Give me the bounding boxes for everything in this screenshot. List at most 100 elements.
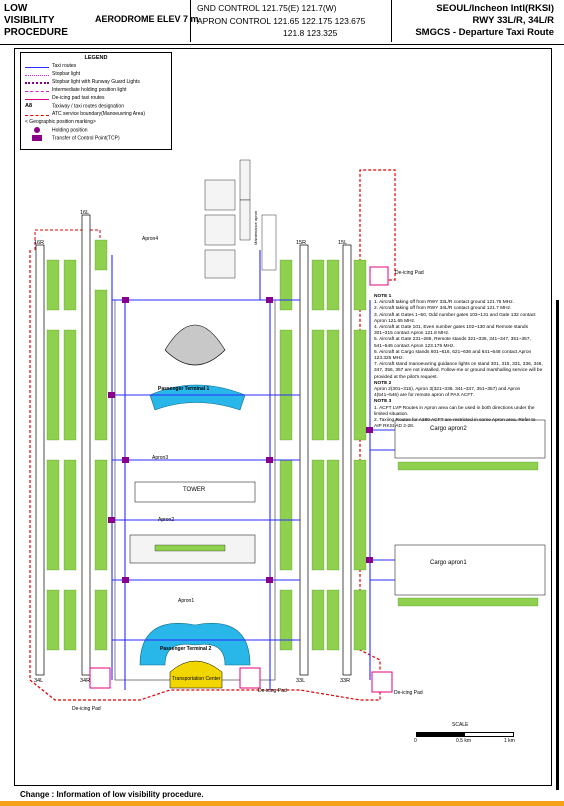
apron1-label: Apron1 bbox=[178, 598, 195, 604]
legend-item-atc-boundary: ATC service boundary(Manoeuvring Area) bbox=[25, 111, 145, 119]
ground-control-frequency: GND CONTROL 121.75(E) 121.7(W) bbox=[197, 3, 337, 13]
grass-areas-west bbox=[46, 239, 108, 651]
runway-34r-label: 34R bbox=[80, 678, 91, 684]
passenger-terminal-1 bbox=[149, 384, 246, 411]
apron4-label: Apron4 bbox=[142, 236, 159, 242]
runway-15l-label: 15L bbox=[338, 240, 348, 246]
taxi-routes bbox=[111, 250, 395, 690]
note1-item-5: 5. Aircraft at Gate 231~266, Remote stan… bbox=[374, 337, 531, 349]
scale-tick-1km: 1 km bbox=[504, 738, 515, 744]
maintenance-hangars bbox=[204, 159, 251, 279]
note2-title: NOTE 2 bbox=[374, 380, 392, 386]
footer-color-bar bbox=[0, 801, 564, 806]
aerodrome-map-frame bbox=[14, 48, 552, 786]
header-divider bbox=[0, 44, 564, 45]
deicing-pad-west bbox=[89, 667, 111, 689]
deicing-pad-east bbox=[371, 671, 393, 693]
scale-tick-half: 0.5 km bbox=[456, 738, 472, 744]
note1-item-6: 6. Aircraft at Cargo stands 601~616, 621… bbox=[374, 349, 532, 362]
frequency-box: GND CONTROL 121.75(E) 121.7(W) APRON CON… bbox=[190, 0, 392, 42]
runway-16r-34l bbox=[35, 244, 45, 676]
note3-title: NOTE 3 bbox=[374, 399, 392, 405]
deicing-pad-north bbox=[369, 266, 389, 286]
legend-item-taxi-routes: Taxi routes bbox=[25, 63, 76, 71]
apron3-label: Apron3 bbox=[152, 455, 169, 461]
legend-item-stopbar-rgl: Stopbar light with Runway Guard Lights bbox=[25, 79, 140, 87]
runway-designation: RWY 33L/R, 34L/R bbox=[472, 15, 554, 26]
legend-item-holding-position: Holding position bbox=[25, 127, 88, 135]
note2-text: Apron 2(301~315), Apron 3(321~336, 341~3… bbox=[374, 387, 521, 399]
terminal1-label: Passenger Terminal 1 bbox=[158, 386, 210, 392]
legend-box: LEGEND Taxi routes Stopbar light Stopbar… bbox=[20, 52, 172, 150]
deicing-pad-west-label: De-icing Pad bbox=[72, 706, 101, 712]
title-line-1: LOW bbox=[4, 3, 28, 14]
grass-areas-east bbox=[279, 259, 367, 651]
runway-16r-label: 16R bbox=[34, 240, 45, 246]
aerodrome-elevation: AERODROME ELEV 7 m bbox=[95, 14, 199, 24]
apron2-label: Apron2 bbox=[158, 517, 175, 523]
deicing-pad-east-label: De-icing Pad bbox=[394, 690, 423, 696]
atc-service-boundary bbox=[29, 169, 396, 701]
tower-block bbox=[134, 481, 256, 503]
airport-name: SEOUL/Incheon Intl(RKSI) bbox=[436, 3, 554, 14]
runway-34l-label: 34L bbox=[34, 678, 44, 684]
scale-title: SCALE bbox=[452, 722, 469, 728]
change-note: Change : Information of low visibility p… bbox=[20, 790, 204, 799]
legend-title: LEGEND bbox=[84, 55, 108, 61]
legend-item-deicing-routes: De-icing pad taxi routes bbox=[25, 95, 105, 103]
apron-control-frequency-2: 121.8 123.325 bbox=[283, 28, 338, 38]
scale-bar: SCALE 0 0.5 km 1 km bbox=[412, 722, 522, 752]
cargo-apron2-label: Cargo apron2 bbox=[430, 426, 467, 432]
note3-item-2: 2. Taxiing Routes for A380 ACFT are rest… bbox=[374, 418, 536, 430]
note1-item-4: 4. Aircraft at Gate 101, Even number gat… bbox=[374, 325, 528, 337]
runway-16l-label: 16L bbox=[80, 210, 90, 216]
runway-33l-label: 33L bbox=[296, 678, 306, 684]
note1-item-1: 1. Aircraft taking off from RWY 33L/R co… bbox=[374, 300, 514, 306]
transport-center-label: Transportation Center bbox=[172, 676, 221, 682]
margin-bar bbox=[556, 300, 559, 790]
passenger-terminal-2 bbox=[139, 623, 251, 666]
chart-header: LOW VISIBILITY PROCEDURE AERODROME ELEV … bbox=[0, 0, 564, 44]
notes-block: NOTE 1 1. Aircraft taking off from RWY 3… bbox=[374, 294, 544, 430]
title-line-3: PROCEDURE bbox=[4, 27, 68, 38]
cargo-grass bbox=[397, 461, 539, 607]
legend-item-tcp: Transfer of Control Point(TCP) bbox=[25, 135, 120, 143]
tower-label: TOWER bbox=[183, 487, 206, 493]
note1-item-3: 3. Aircraft at Gates 1~50, Odd number ga… bbox=[374, 312, 536, 324]
maintenance-apron-label: Maintenance apron bbox=[253, 210, 258, 245]
runway-15r-label: 15R bbox=[296, 240, 307, 246]
transportation-center bbox=[169, 660, 223, 689]
runway-15l-33r bbox=[342, 244, 352, 676]
chart-subject: SMGCS - Departure Taxi Route bbox=[415, 27, 554, 38]
note1-item-7: 7. Aircraft stand manoeuvring guidance l… bbox=[374, 362, 543, 380]
scale-tick-0: 0 bbox=[414, 738, 417, 744]
note3-item-1: 1. ACFT LVP Routes in Apron area can be … bbox=[374, 405, 535, 417]
deicing-pad-south bbox=[239, 667, 261, 689]
stopbar-lights bbox=[108, 297, 373, 583]
maintenance-apron bbox=[261, 214, 277, 271]
note1-item-2: 2. Aircraft taking off from RWY 34L/R co… bbox=[374, 306, 512, 312]
legend-item-stopbar: Stopbar light bbox=[25, 71, 80, 79]
cargo-apron-2 bbox=[394, 419, 546, 459]
cargo-apron1-label: Cargo apron1 bbox=[430, 560, 467, 566]
legend-item-geographic-marking: < Geographic position marking> bbox=[25, 119, 96, 125]
cargo-apron-1 bbox=[394, 544, 546, 596]
terminal1-concourse bbox=[164, 324, 226, 366]
scale-fill bbox=[417, 733, 465, 736]
concourse-grass bbox=[154, 544, 226, 552]
procedure-title: LOW VISIBILITY PROCEDURE bbox=[4, 3, 68, 39]
airport-identification: SEOUL/Incheon Intl(RKSI) RWY 33L/R, 34L/… bbox=[415, 3, 554, 39]
apron-control-frequency: APRON CONTROL 121.65 122.175 123.675 bbox=[197, 16, 366, 26]
runway-15r-33l bbox=[299, 244, 309, 676]
terminal2-label: Passenger Terminal 2 bbox=[160, 646, 212, 652]
scale-line bbox=[416, 732, 514, 737]
legend-item-intermediate-holding: Intermediate holding position light bbox=[25, 87, 127, 95]
deicing-pad-north-label: De-icing Pad bbox=[395, 270, 424, 276]
note1-title: NOTE 1 bbox=[374, 294, 392, 299]
runway-33r-label: 33R bbox=[340, 678, 351, 684]
title-line-2: VISIBILITY bbox=[4, 15, 55, 26]
deicing-pad-south-label: De-icing Pad bbox=[258, 688, 287, 694]
runway-16l-34r bbox=[81, 214, 91, 676]
